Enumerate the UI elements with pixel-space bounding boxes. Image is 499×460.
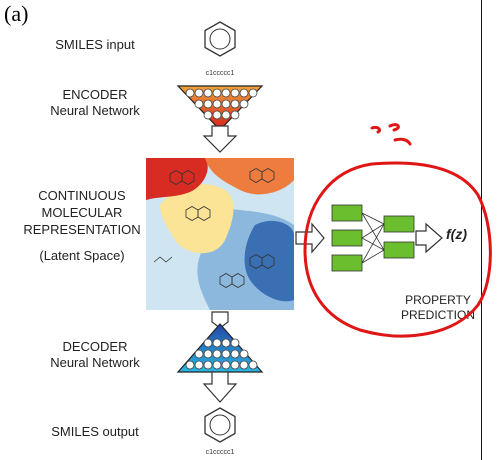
benzene-output-icon <box>204 407 236 443</box>
encoder-subtitle: Neural Network <box>50 103 140 118</box>
property-label-line1: PROPERTY <box>405 293 471 307</box>
benzene-input-icon <box>204 21 236 57</box>
fz-label: f(z) <box>446 226 467 242</box>
encoder-network <box>176 85 264 131</box>
latent-label-line1: CONTINUOUS <box>38 188 126 203</box>
latent-space <box>146 158 294 310</box>
smiles-output-label: SMILES output <box>51 424 139 439</box>
decoder-network <box>176 323 264 373</box>
encoder-title: ENCODER <box>62 87 128 102</box>
property-label-line2: PREDICTION <box>400 308 475 322</box>
property-network <box>331 204 415 272</box>
latent-to-property-arrow <box>295 222 325 254</box>
red-annotation-circle <box>303 123 492 338</box>
decoder-title: DECODER <box>62 339 128 354</box>
decoder-input-arrow <box>211 311 229 329</box>
smiles-input-string: c1ccccc1 <box>205 70 235 77</box>
decoder-output-arrow <box>202 371 238 403</box>
prediction-output-arrow <box>415 222 443 254</box>
decoder-subtitle: Neural Network <box>50 355 140 370</box>
latent-label-line4: (Latent Space) <box>39 248 125 263</box>
smiles-output-string: c1ccccc1 <box>205 449 235 456</box>
encoder-output-arrow <box>202 125 238 153</box>
panel-label: (a) <box>4 1 29 26</box>
smiles-input-label: SMILES input <box>55 37 135 52</box>
latent-label-line2: MOLECULAR <box>41 205 123 220</box>
page-divider <box>481 0 482 460</box>
latent-label-line3: REPRESENTATION <box>23 222 141 237</box>
